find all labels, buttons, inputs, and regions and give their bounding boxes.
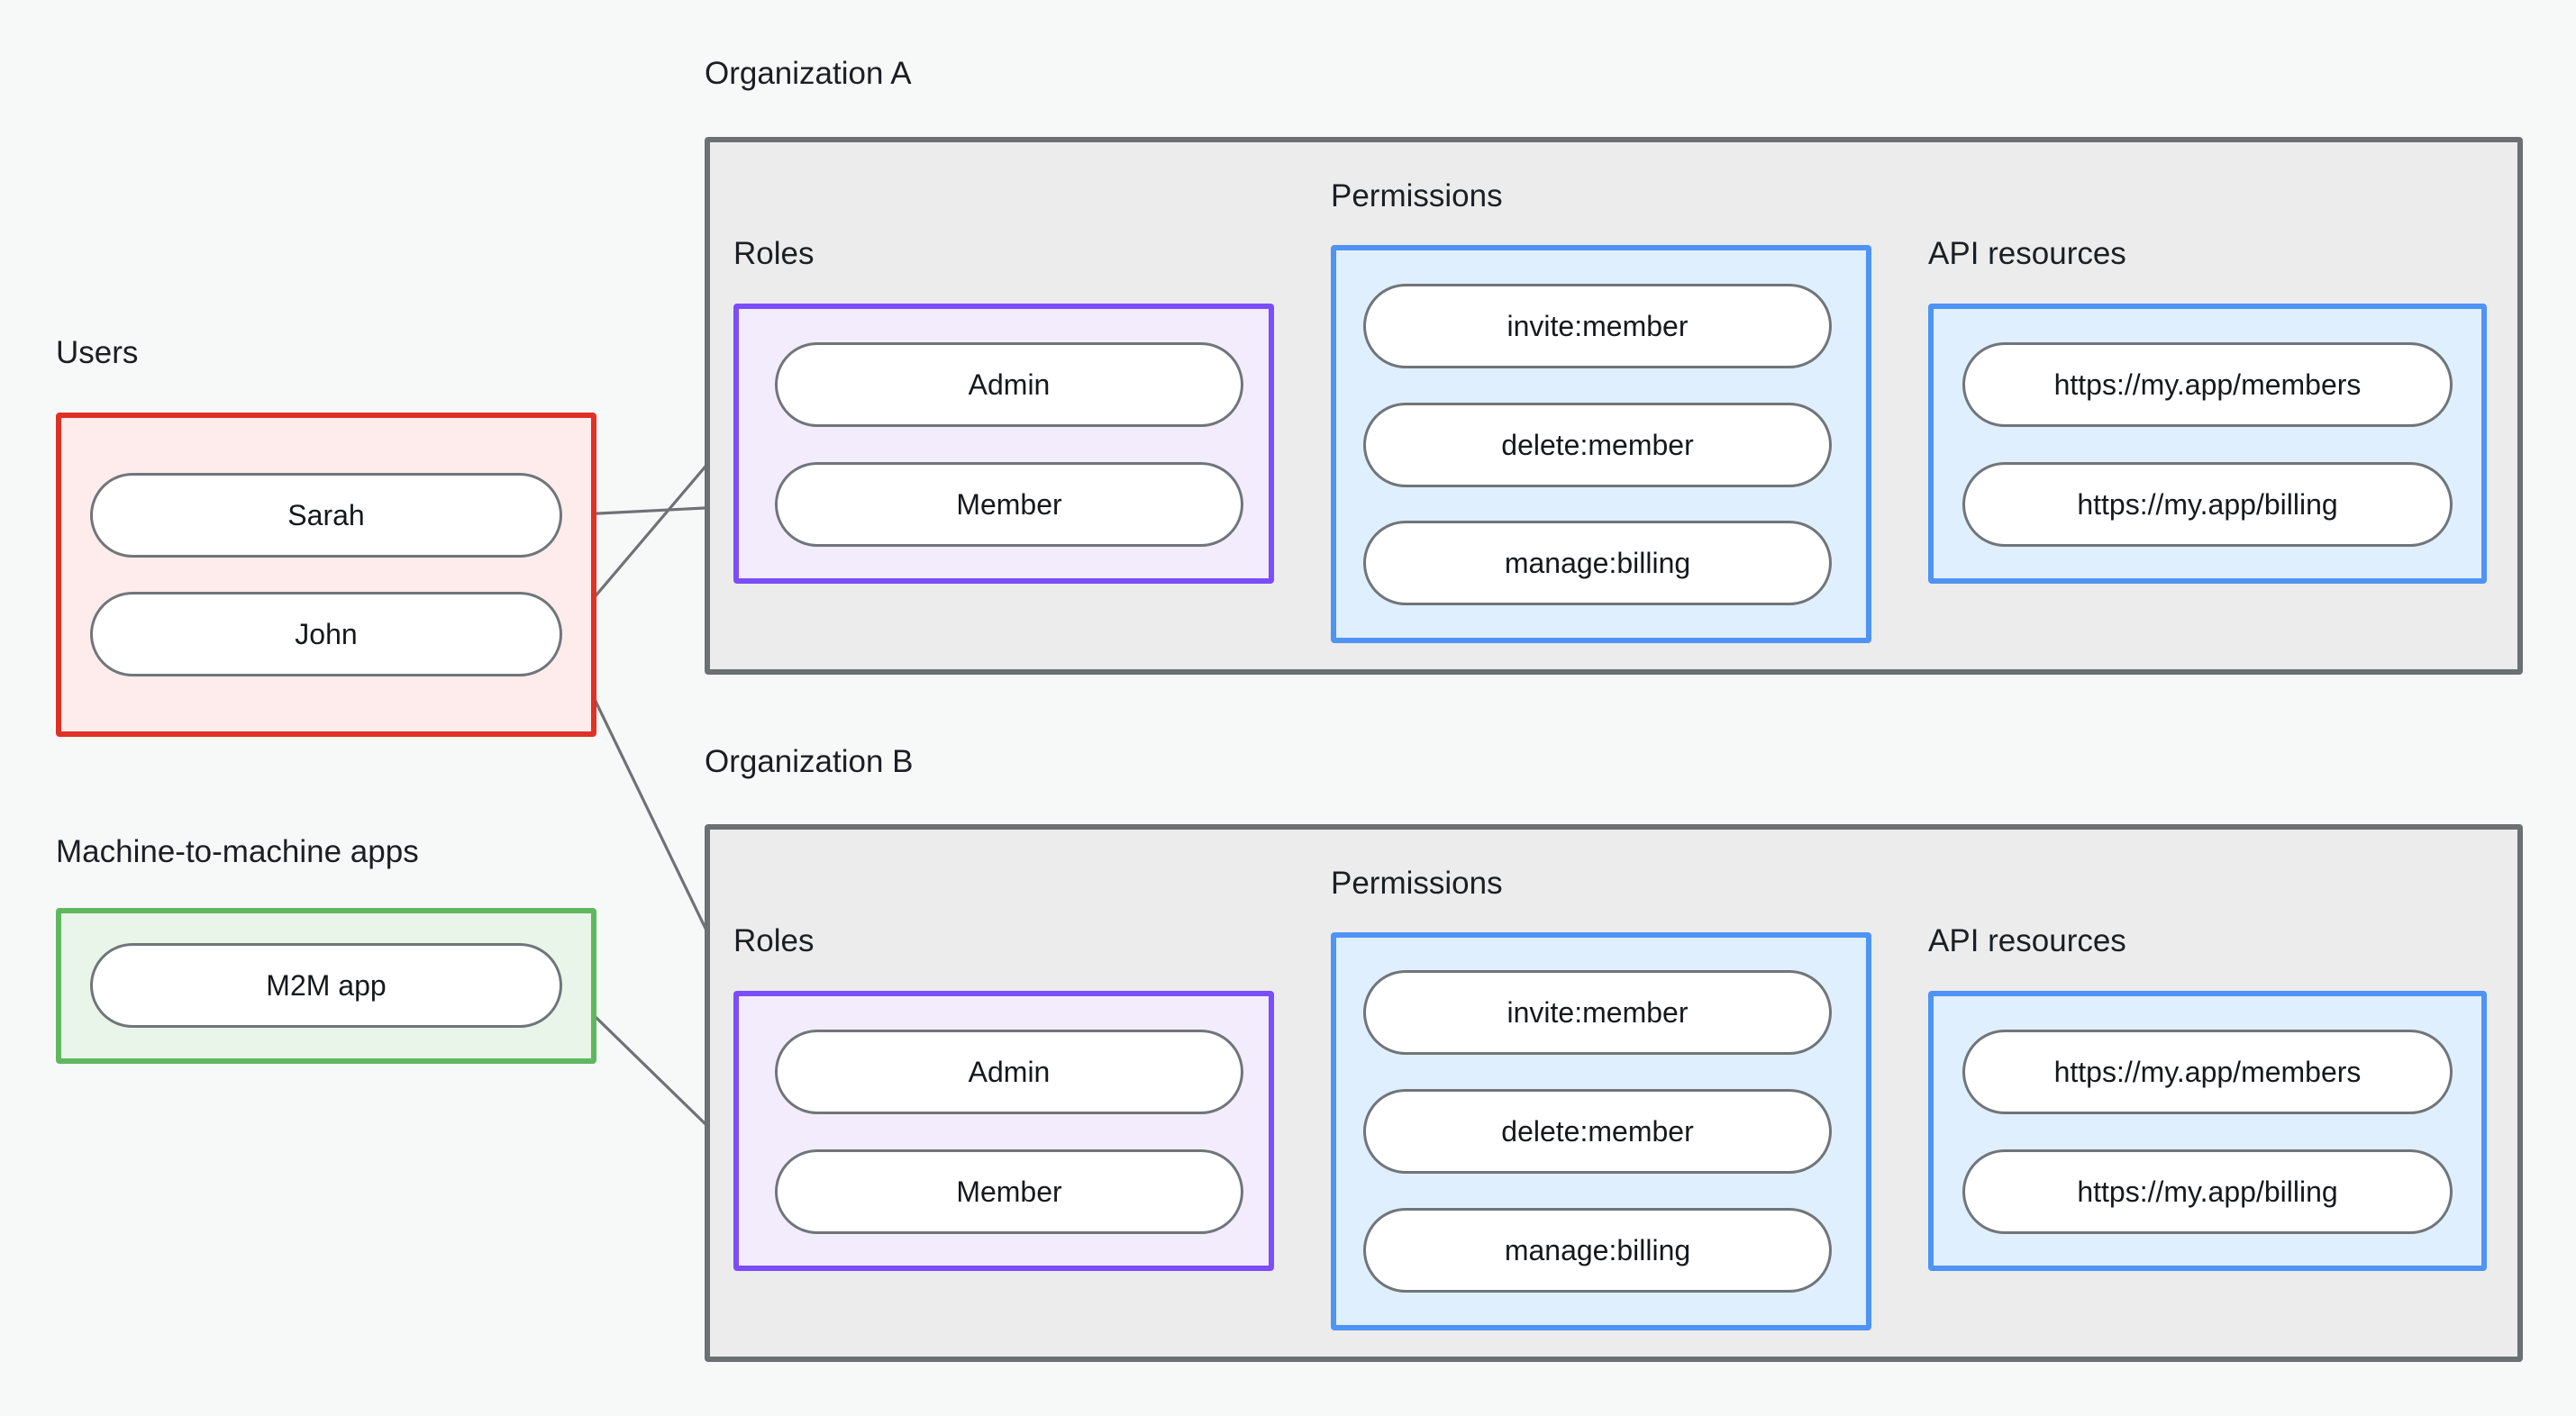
orgB-role-admin[interactable]: Admin [775,1030,1243,1114]
users-group-box [56,413,596,737]
orgB-api-resource-billing[interactable]: https://my.app/billing [1962,1149,2453,1234]
orgB-api-resources-label: API resources [1928,923,2126,958]
orgB-role-member[interactable]: Member [775,1149,1243,1234]
users-group-label: Users [56,335,139,370]
orgA-permissions-label: Permissions [1331,178,1503,213]
orgB-permissions-label: Permissions [1331,866,1503,901]
orgB-roles-label: Roles [733,923,815,958]
orgB-permission-manage-billing[interactable]: manage:billing [1363,1208,1832,1293]
orgA-permission-delete-member[interactable]: delete:member [1363,403,1832,487]
orgA-roles-label: Roles [733,236,815,271]
orgA-role-member[interactable]: Member [775,462,1243,547]
orgA-api-resource-billing[interactable]: https://my.app/billing [1962,462,2453,547]
orgA-permission-manage-billing[interactable]: manage:billing [1363,521,1832,605]
orgB-permission-invite-member[interactable]: invite:member [1363,970,1832,1055]
organization-b-label: Organization B [705,744,914,779]
orgA-api-resources-label: API resources [1928,236,2126,271]
user-node-sarah[interactable]: Sarah [90,473,562,558]
m2m-group-label: Machine-to-machine apps [56,834,419,869]
organization-a-label: Organization A [705,56,912,91]
user-node-john[interactable]: John [90,592,562,676]
orgB-permission-delete-member[interactable]: delete:member [1363,1089,1832,1174]
orgB-api-resource-members[interactable]: https://my.app/members [1962,1030,2453,1114]
orgA-permission-invite-member[interactable]: invite:member [1363,284,1832,368]
orgA-role-admin[interactable]: Admin [775,342,1243,427]
orgA-api-resource-members[interactable]: https://my.app/members [1962,342,2453,427]
m2m-node-app[interactable]: M2M app [90,943,562,1028]
